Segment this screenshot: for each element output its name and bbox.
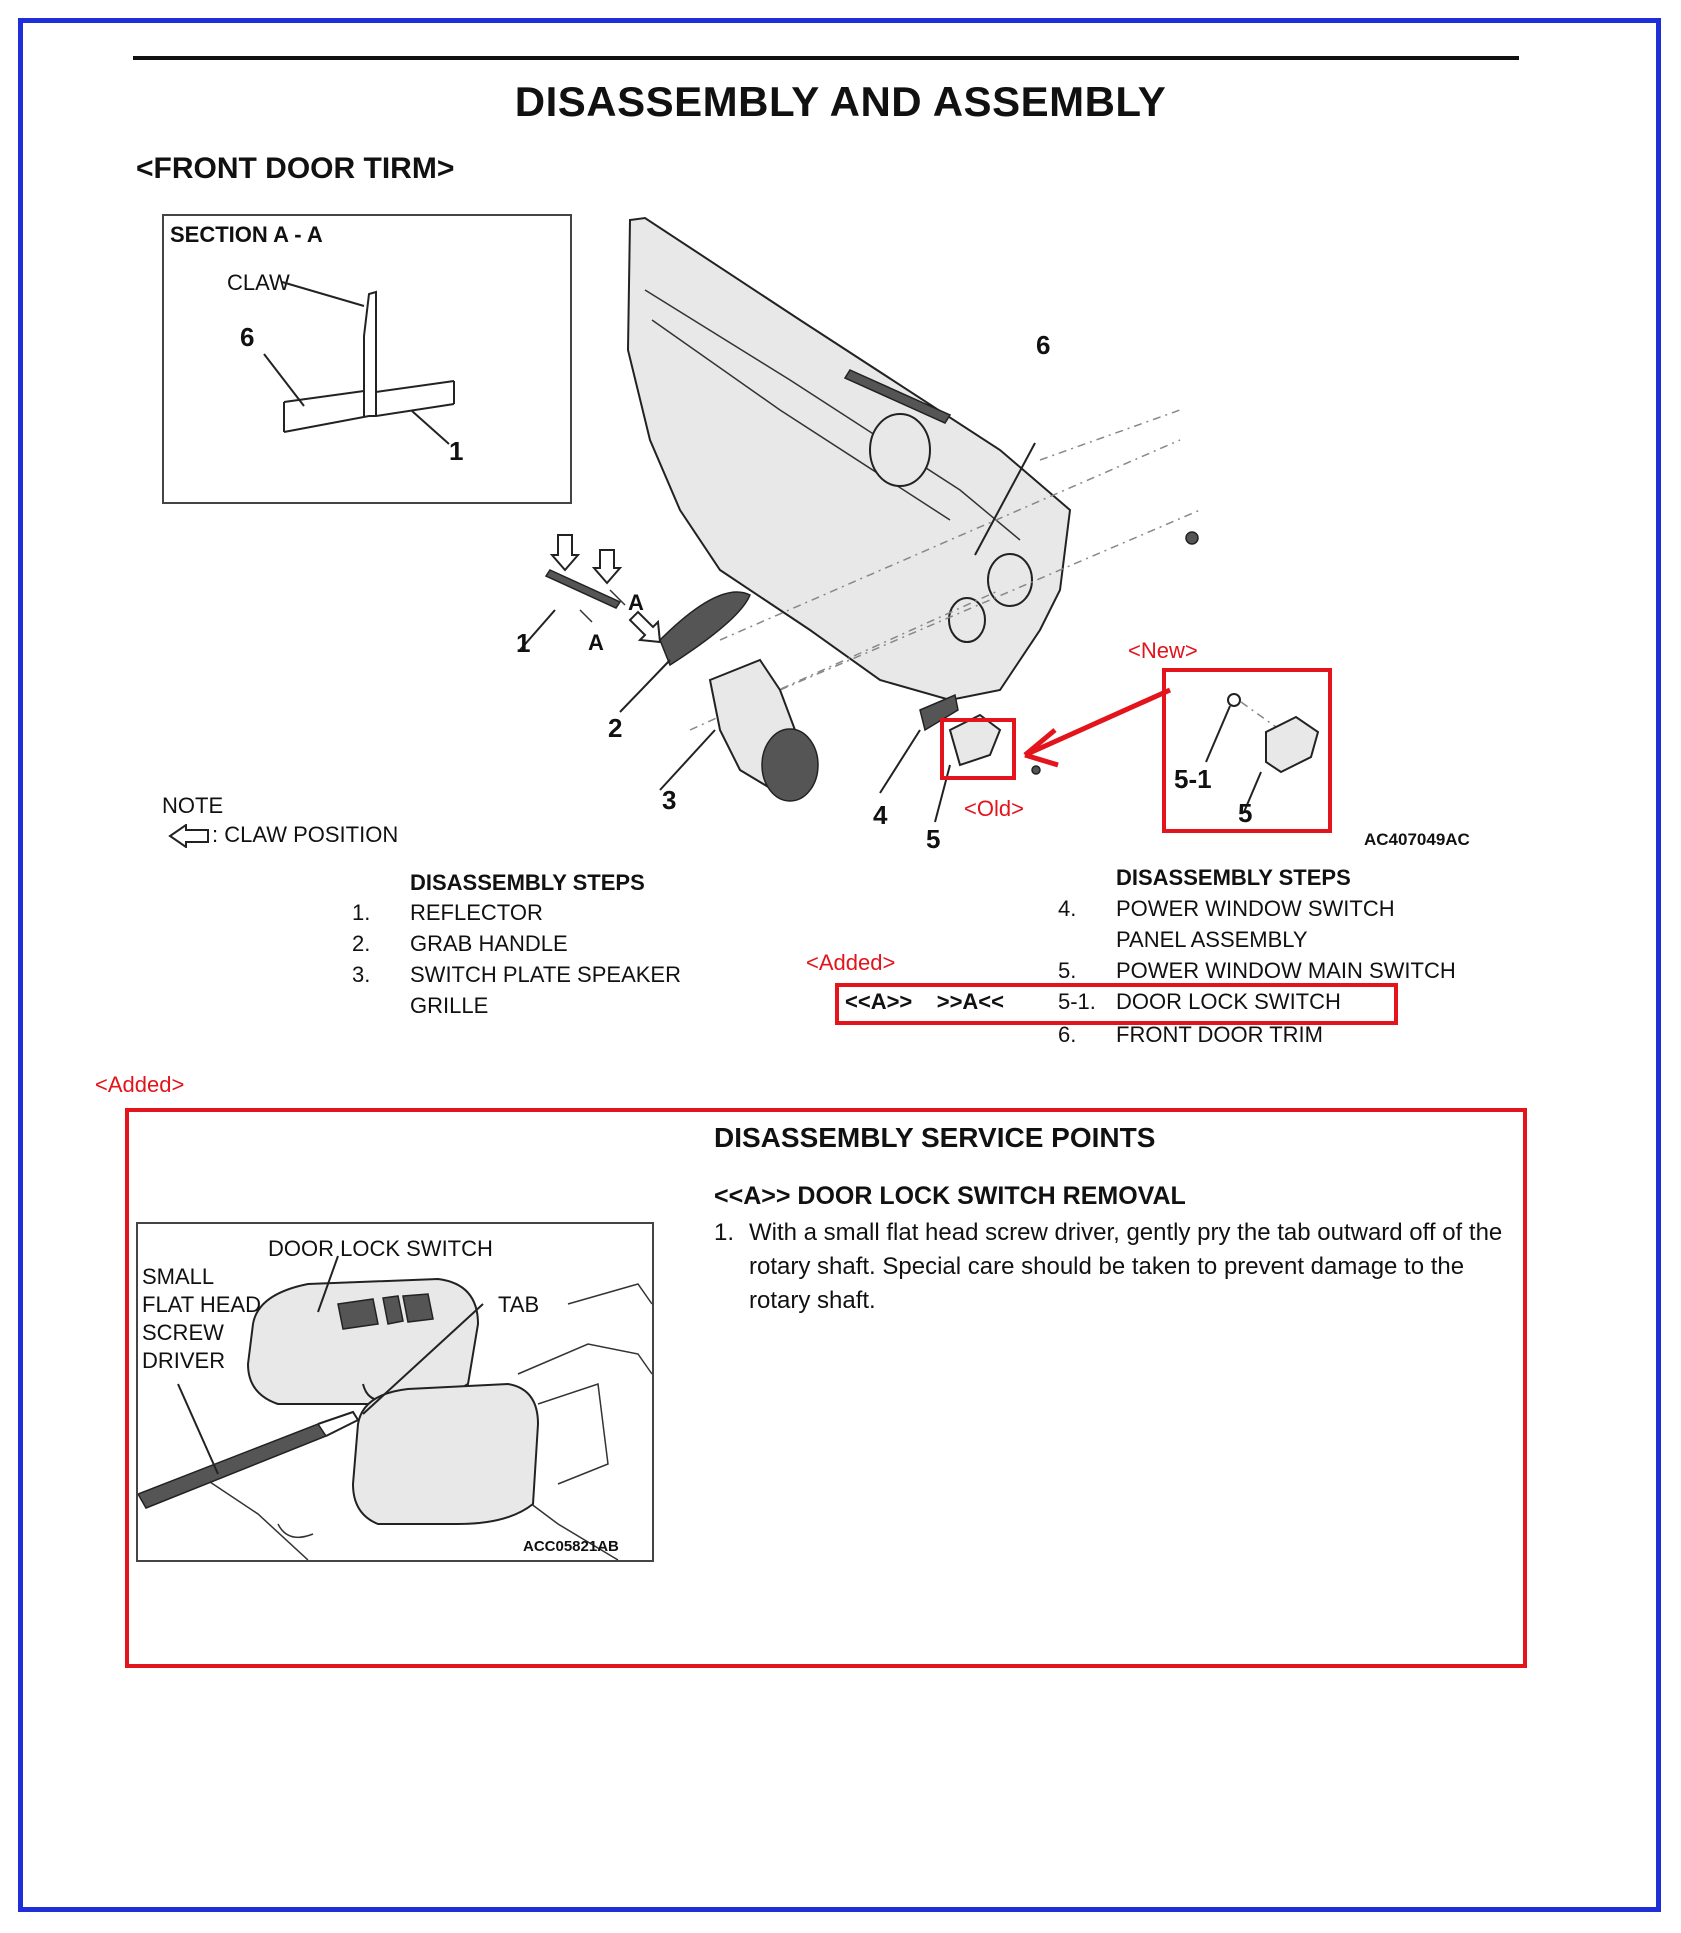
page-frame xyxy=(18,18,1661,1912)
reflector-part xyxy=(544,569,622,609)
rotary-shaft-block xyxy=(351,1382,540,1525)
fig-tab: TAB xyxy=(498,1292,540,1317)
new-switch-drawing xyxy=(1205,693,1320,813)
screwdriver xyxy=(138,1423,328,1509)
door-lock-switch-drawing xyxy=(138,1255,652,1560)
steps-left-num-1: 1. xyxy=(352,900,371,925)
figure-code: AC407049AC xyxy=(1364,830,1470,849)
switch-panel-part xyxy=(919,693,959,732)
added-step-box xyxy=(835,983,1398,1025)
steps-right-text-6: FRONT DOOR TRIM xyxy=(1116,1022,1323,1047)
steps-left-text-3b: GRILLE xyxy=(410,993,489,1018)
steps-left-text-3: SWITCH PLATE SPEAKER xyxy=(410,962,681,987)
claw-label: CLAW xyxy=(227,270,290,295)
steps-right-num-5-1: 5-1. xyxy=(1058,989,1096,1014)
callout-2: 2 xyxy=(608,713,623,743)
callout-a-upper: A xyxy=(628,590,644,615)
old-label: <Old> xyxy=(964,796,1024,821)
steps-right-num-6: 6. xyxy=(1058,1022,1077,1047)
grab-handle-part xyxy=(659,591,751,667)
steps-right-text-4b: PANEL ASSEMBLY xyxy=(1116,927,1308,952)
door-lock-switch-figure: DOOR LOCK SWITCH SMALL FLAT HEAD SCREW D… xyxy=(136,1222,654,1562)
new-switch-box: 5-1 5 xyxy=(1162,668,1332,833)
header-rule xyxy=(133,56,1519,60)
callout-5: 5 xyxy=(926,824,941,854)
service-points-box xyxy=(125,1108,1527,1668)
note-claw-position: : CLAW POSITION xyxy=(212,822,399,847)
service-step-num: 1. xyxy=(714,1219,735,1246)
new-callout-5: 5 xyxy=(1238,798,1253,828)
steps-right-text-5-1: DOOR LOCK SWITCH xyxy=(1116,989,1341,1014)
steps-left-num-2: 2. xyxy=(352,931,371,956)
section-view-box: SECTION A - A CLAW 6 1 xyxy=(162,214,572,504)
steps-added-label: <Added> xyxy=(806,950,896,975)
page-subtitle: <FRONT DOOR TIRM> xyxy=(136,152,455,185)
fig-door-lock-switch: DOOR LOCK SWITCH xyxy=(268,1236,493,1261)
steps-right-text-4: POWER WINDOW SWITCH xyxy=(1116,896,1395,921)
service-added-label: <Added> xyxy=(95,1072,185,1097)
steps-right-text-5: POWER WINDOW MAIN SWITCH xyxy=(1116,958,1456,983)
steps-right-num-5: 5. xyxy=(1058,958,1077,983)
service-title: DISASSEMBLY SERVICE POINTS xyxy=(714,1122,1156,1153)
fig-screw: SCREW xyxy=(142,1320,224,1345)
callout-1: 1 xyxy=(516,628,531,658)
callout-3: 3 xyxy=(662,785,677,815)
door-trim-panel xyxy=(626,216,1072,702)
section-view-title: SECTION A - A xyxy=(170,222,323,247)
fig-small: SMALL xyxy=(142,1264,215,1289)
service-subtitle: <<A>> DOOR LOCK SWITCH REMOVAL xyxy=(714,1182,1186,1210)
fig-flat-head: FLAT HEAD xyxy=(142,1292,261,1317)
new-callout-5-1: 5-1 xyxy=(1174,764,1212,794)
section-callout-1: 1 xyxy=(449,436,464,466)
new-label: <New> xyxy=(1128,638,1198,663)
steps-left-num-3: 3. xyxy=(352,962,371,987)
service-step-text: With a small flat head screw driver, gen… xyxy=(749,1219,1503,1314)
page-title: DISASSEMBLY AND ASSEMBLY xyxy=(514,78,1167,125)
section-view-drawing xyxy=(263,281,455,445)
callout-6: 6 xyxy=(1036,330,1051,360)
fig-code: ACC05821AB xyxy=(523,1538,619,1555)
steps-left-text-1: REFLECTOR xyxy=(410,900,543,925)
exploded-door-trim-diagram xyxy=(519,216,1201,823)
callout-a-lower: A xyxy=(588,630,604,655)
note-heading: NOTE xyxy=(162,793,224,818)
steps-left-title: DISASSEMBLY STEPS xyxy=(410,870,645,895)
fig-driver: DRIVER xyxy=(142,1348,226,1373)
callout-4: 4 xyxy=(873,800,888,830)
main-switch-old-part xyxy=(948,713,1002,767)
service-step-1: 1. With a small flat head screw driver, … xyxy=(714,1216,1514,1318)
steps-right-prefix-5-1: <<A>> >>A<< xyxy=(845,989,1005,1014)
claw-position-arrow-icon xyxy=(168,824,209,848)
steps-right-title: DISASSEMBLY STEPS xyxy=(1116,865,1351,890)
section-callout-6: 6 xyxy=(240,322,255,352)
steps-left-text-2: GRAB HANDLE xyxy=(410,931,568,956)
steps-right-num-4: 4. xyxy=(1058,896,1077,921)
